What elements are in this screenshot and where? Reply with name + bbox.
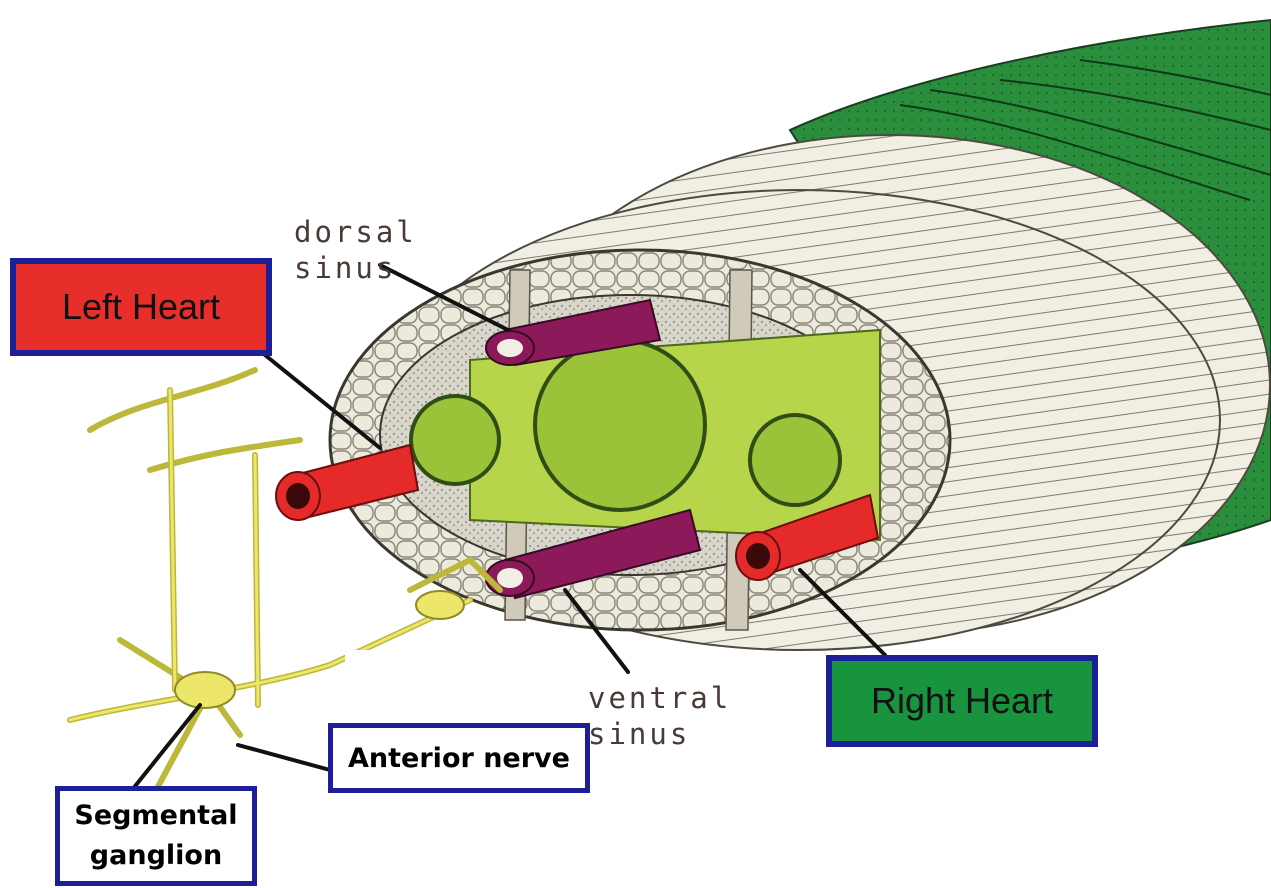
segmental-ganglion-label: Segmental ganglion bbox=[55, 786, 257, 886]
blank-patch bbox=[345, 650, 535, 710]
leader-anterior-nerve bbox=[238, 745, 330, 770]
right-heart-label: Right Heart bbox=[826, 655, 1098, 747]
left-heart-label: Left Heart bbox=[10, 258, 272, 356]
dorsal-sinus-label: dorsal sinus bbox=[294, 214, 417, 286]
intestine-section-left bbox=[411, 396, 499, 484]
ventral-sinus-label: ventral sinus bbox=[588, 680, 731, 752]
intestine-section-center bbox=[535, 340, 705, 510]
segmental-ganglion-cell bbox=[175, 672, 235, 708]
anterior-nerve-label: Anterior nerve bbox=[328, 723, 590, 793]
peripheral-neuron-cell bbox=[416, 591, 464, 619]
intestine bbox=[411, 330, 880, 540]
intestine-section-right bbox=[750, 415, 840, 505]
